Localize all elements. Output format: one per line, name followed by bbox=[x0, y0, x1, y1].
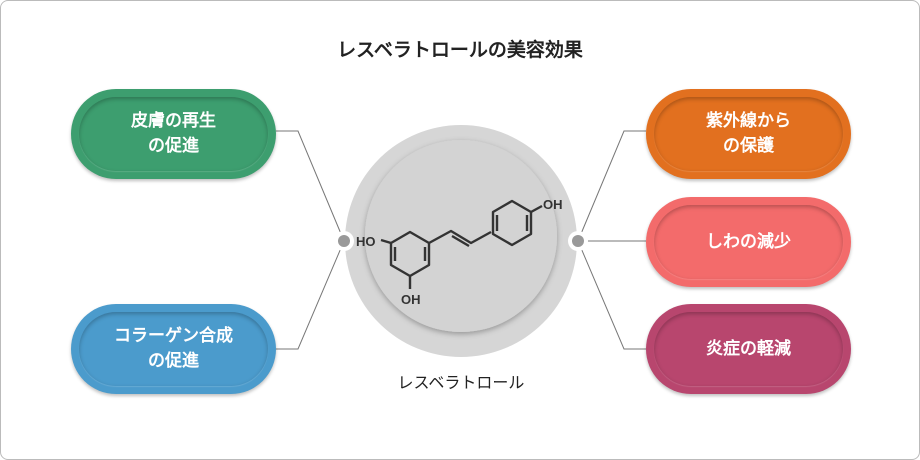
oh-bottom-label: OH bbox=[401, 292, 421, 307]
benefit-label: 皮膚の再生 の促進 bbox=[79, 97, 268, 171]
connector-uv bbox=[577, 130, 646, 242]
benefit-inflammation-reduction: 炎症の軽減 bbox=[646, 304, 851, 394]
benefit-label: しわの減少 bbox=[654, 205, 843, 279]
connector-lines bbox=[276, 130, 646, 350]
oh-right-label: OH bbox=[543, 197, 563, 212]
connector-inflammation bbox=[577, 240, 646, 350]
benefit-label: 炎症の軽減 bbox=[654, 312, 843, 386]
node-right bbox=[572, 235, 584, 247]
resveratrol-structure bbox=[380, 199, 543, 289]
benefit-label: 紫外線から の保護 bbox=[654, 97, 843, 171]
benefit-label: コラーゲン合成 の促進 bbox=[79, 312, 268, 386]
ho-left-label: HO bbox=[356, 234, 376, 249]
diagram-title: レスベラトロールの美容効果 bbox=[337, 39, 583, 61]
connector-skin bbox=[276, 130, 345, 242]
connector-collagen bbox=[276, 240, 345, 350]
node-left bbox=[338, 235, 350, 247]
benefit-uv-protection: 紫外線から の保護 bbox=[646, 89, 851, 179]
benefit-collagen-synthesis: コラーゲン合成 の促進 bbox=[71, 304, 276, 394]
benefit-wrinkle-reduction: しわの減少 bbox=[646, 197, 851, 287]
center-label: レスベラトロール bbox=[397, 373, 525, 392]
benefit-skin-regeneration: 皮膚の再生 の促進 bbox=[71, 89, 276, 179]
